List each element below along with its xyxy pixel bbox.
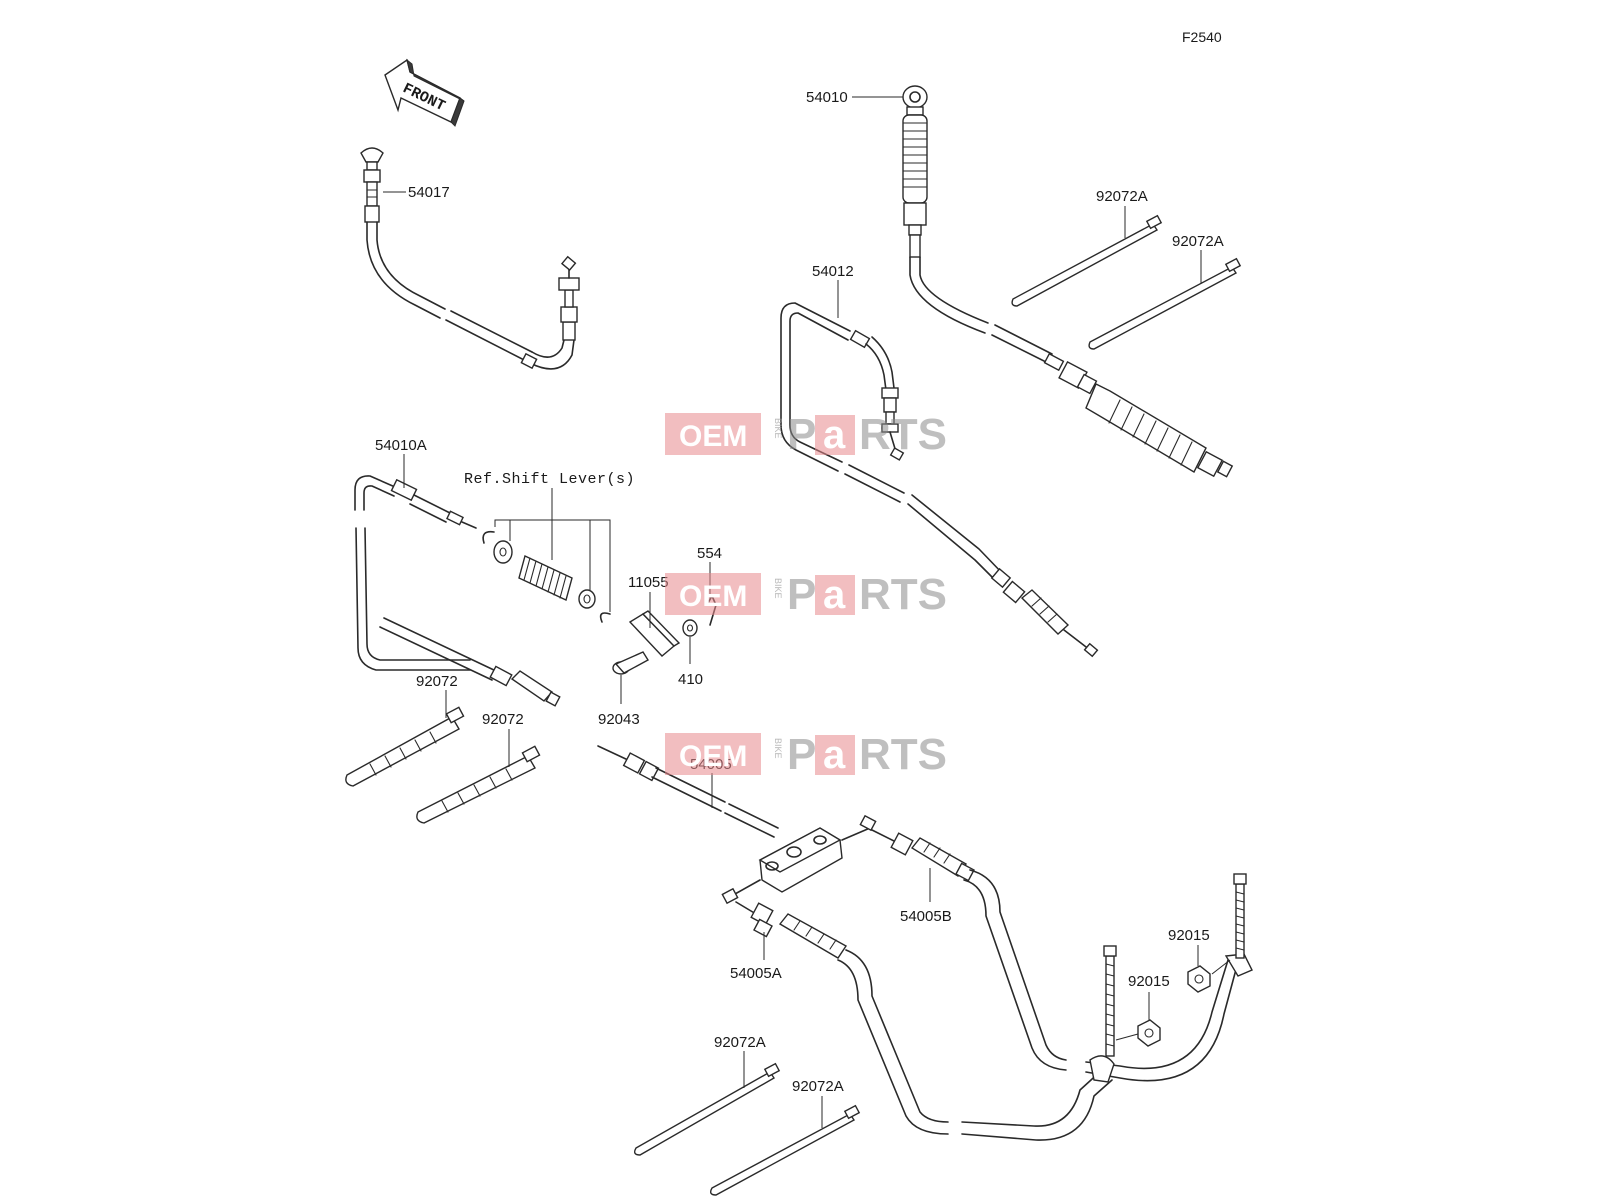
callout-92043: 92043 [598,711,640,728]
callout-92072-1: 92072 [416,673,458,690]
watermark-1: OEM BIKE P a RTS [665,410,947,459]
callout-92072-2: 92072 [482,711,524,728]
callout-554: 554 [697,545,722,562]
cable-54005B [871,829,1253,1082]
callout-54012: 54012 [812,263,854,280]
cable-tie-92072A-4 [709,1104,861,1196]
callout-92072A-1: 92072A [1096,188,1148,205]
callout-54010A: 54010A [375,437,427,454]
callout-92072A-2: 92072A [1172,233,1224,250]
watermark-oem: OEM [679,580,747,613]
cable-tie-92072A-1 [1011,214,1163,307]
nut-92015-2 [1137,1019,1161,1047]
watermark-a: a [823,733,846,777]
cable-tie-92072A-3 [633,1062,781,1156]
watermark-3: OEM BIKE P a RTS [665,730,947,779]
watermark-bike: BIKE [773,418,783,439]
cable-54010A [354,475,561,707]
cable-tie-92072A-2 [1088,257,1242,350]
leader-92015-1b [1211,959,1231,975]
watermark-a: a [823,413,846,457]
front-arrow-icon: FRONT [384,58,465,127]
diagram-code: F2540 [1182,29,1222,45]
watermark-p: P [787,730,816,779]
watermark-rts: RTS [859,730,947,779]
cable-54005 [597,745,877,905]
cable-54010 [902,85,1234,478]
watermark-2: OEM BIKE P a RTS [665,570,947,619]
cable-tie-92072-2 [416,745,541,824]
watermark-oem: OEM [679,420,747,453]
watermark-bike: BIKE [773,738,783,759]
cable-tie-92072-1 [345,706,465,787]
cable-54012 [780,302,1099,658]
cable-54017 [360,147,580,370]
callout-11055: 11055 [628,574,669,591]
watermark-p: P [787,570,816,619]
callout-92015-1: 92015 [1168,927,1210,944]
callout-54010: 54010 [806,89,848,106]
shift-lever-components [482,530,717,675]
callout-54005A: 54005A [730,965,782,982]
callout-92015-2: 92015 [1128,973,1170,990]
watermark-a: a [823,573,846,617]
nut-92015-1 [1187,965,1211,993]
reference-note: Ref.Shift Lever(s) [464,471,635,488]
callout-92072A-3: 92072A [714,1034,766,1051]
callout-92072A-4: 92072A [792,1078,844,1095]
leader-92015-2b [1115,1033,1139,1041]
watermark-rts: RTS [859,570,947,619]
callout-54017: 54017 [408,184,450,201]
watermark-p: P [787,410,816,459]
watermark-rts: RTS [859,410,947,459]
watermark-bike: BIKE [773,578,783,599]
cable-54005A [735,901,1117,1141]
watermark-oem: OEM [679,740,747,773]
callout-54005B: 54005B [900,908,952,925]
callout-410: 410 [678,671,703,688]
